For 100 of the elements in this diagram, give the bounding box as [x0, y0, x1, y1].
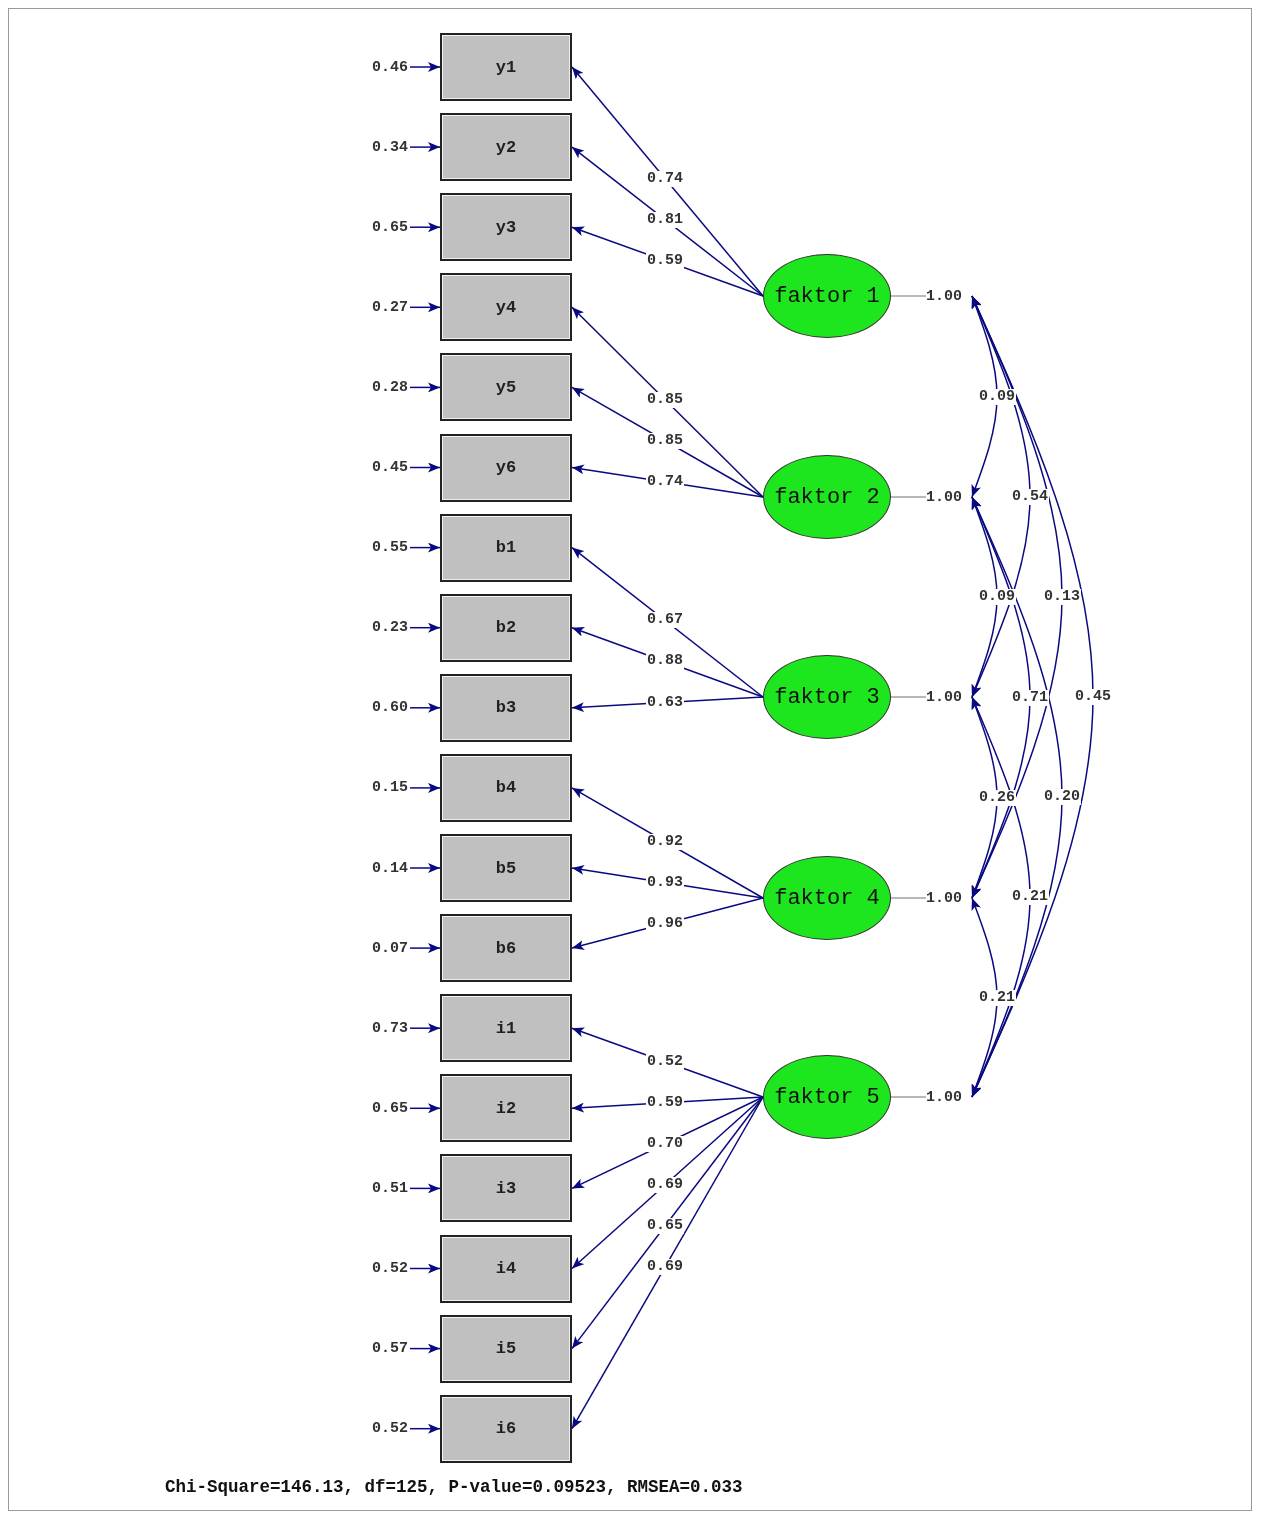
- edge-label: 0.20: [1043, 789, 1081, 805]
- indicator-box: i4: [440, 1234, 572, 1303]
- indicator-box: i3: [440, 1154, 572, 1223]
- arrow: [409, 1023, 441, 1034]
- edge-label: 0.54: [1011, 488, 1049, 505]
- error-variance-value: 0.23: [350, 616, 408, 639]
- edge-label: 0.52: [646, 1053, 684, 1070]
- edge-label: 0.96: [646, 915, 684, 932]
- indicator-box: b3: [440, 673, 572, 742]
- indicator-box: y3: [440, 193, 572, 262]
- error-variance-value: 0.45: [350, 456, 408, 479]
- error-variance-value: 0.14: [350, 857, 408, 879]
- arrow: [409, 62, 441, 72]
- arrow: [409, 943, 441, 954]
- indicator-box: i5: [440, 1314, 572, 1383]
- factor-ellipse: faktor 2: [763, 455, 891, 539]
- edge-label: 0.21: [1011, 889, 1049, 905]
- arrow: [409, 222, 441, 233]
- arrow: [571, 146, 764, 297]
- arrow: [409, 1423, 441, 1434]
- edge-label: 0.09: [978, 589, 1016, 605]
- edge-label: 0.26: [978, 789, 1016, 806]
- arrow: [409, 142, 441, 153]
- indicator-box: b2: [440, 593, 572, 662]
- factor-ellipse: faktor 1: [763, 254, 891, 338]
- indicator-box: b1: [440, 513, 572, 582]
- factor-variance-value: 1.00: [926, 887, 972, 909]
- indicator-box: b4: [440, 753, 572, 822]
- edge-label: 0.85: [646, 432, 684, 449]
- edge-label: 0.88: [646, 653, 684, 670]
- factor-variance-value: 1.00: [926, 686, 972, 708]
- arrow: [409, 1343, 441, 1354]
- arrow: [571, 1096, 764, 1350]
- edge-label: 0.69: [646, 1259, 684, 1276]
- edge-label: 0.45: [1074, 688, 1112, 705]
- arrow: [409, 542, 441, 553]
- indicator-box: y5: [440, 353, 572, 422]
- arrow: [409, 1103, 441, 1114]
- error-variance-value: 0.07: [350, 937, 408, 960]
- factor-variance-value: 1.00: [926, 486, 972, 508]
- error-variance-value: 0.65: [350, 216, 408, 239]
- indicator-box: i6: [440, 1394, 572, 1463]
- edge-label: 0.67: [646, 612, 684, 629]
- indicator-box: y1: [440, 33, 572, 101]
- edge-label: 0.71: [1011, 689, 1049, 706]
- error-variance-value: 0.51: [350, 1177, 408, 1200]
- arrow: [409, 782, 441, 793]
- arrow: [571, 546, 764, 698]
- indicator-box: i1: [440, 994, 572, 1063]
- connector-line: [890, 1096, 927, 1098]
- arrow: [409, 863, 441, 873]
- edge-label: 0.69: [646, 1177, 684, 1193]
- error-variance-value: 0.57: [350, 1337, 408, 1360]
- error-variance-value: 0.55: [350, 536, 408, 559]
- arrow: [409, 622, 441, 633]
- arrow: [409, 382, 441, 393]
- factor-ellipse: faktor 4: [763, 856, 891, 940]
- arrow: [409, 702, 441, 713]
- arrow: [409, 1263, 441, 1274]
- factor-variance-value: 1.00: [926, 1086, 972, 1108]
- connector-line: [890, 496, 927, 498]
- indicator-box: y2: [440, 113, 572, 182]
- edge-label: 0.09: [978, 388, 1016, 405]
- arrow: [571, 1096, 764, 1430]
- error-variance-value: 0.65: [350, 1097, 408, 1120]
- arrow: [571, 1096, 764, 1270]
- error-variance-value: 0.28: [350, 376, 408, 399]
- factor-variance-value: 1.00: [926, 285, 972, 307]
- indicator-box: b6: [440, 914, 572, 983]
- arrow: [409, 302, 441, 313]
- connector-line: [890, 696, 927, 698]
- edge-label: 0.85: [646, 391, 684, 408]
- edge-label: 0.70: [646, 1135, 684, 1152]
- error-variance-value: 0.46: [350, 56, 408, 78]
- error-variance-value: 0.34: [350, 136, 408, 159]
- error-variance-value: 0.73: [350, 1017, 408, 1040]
- error-variance-value: 0.60: [350, 696, 408, 719]
- connector-line: [890, 295, 927, 297]
- error-variance-value: 0.27: [350, 296, 408, 319]
- edge-label: 0.21: [978, 989, 1016, 1006]
- error-variance-value: 0.52: [350, 1417, 408, 1440]
- arrow: [409, 462, 441, 473]
- edge-label: 0.59: [646, 252, 684, 269]
- indicator-box: y6: [440, 433, 572, 502]
- error-variance-value: 0.52: [350, 1257, 408, 1280]
- edge-label: 0.13: [1043, 589, 1081, 605]
- indicator-box: b5: [440, 834, 572, 902]
- error-variance-value: 0.15: [350, 776, 408, 799]
- edge-label: 0.74: [646, 170, 684, 187]
- fit-statistics-caption: Chi-Square=146.13, df=125, P-value=0.09523, RMSEA=0.033: [165, 1477, 743, 1497]
- edge-label: 0.92: [646, 833, 684, 850]
- indicator-box: y4: [440, 273, 572, 342]
- edge-label: 0.65: [646, 1218, 684, 1235]
- factor-ellipse: faktor 3: [763, 655, 891, 739]
- correlation-arrow: [971, 295, 1094, 1098]
- arrow: [571, 306, 764, 498]
- factor-ellipse: faktor 5: [763, 1055, 891, 1139]
- indicator-box: i2: [440, 1074, 572, 1143]
- arrow: [409, 1183, 441, 1194]
- arrow: [571, 66, 764, 297]
